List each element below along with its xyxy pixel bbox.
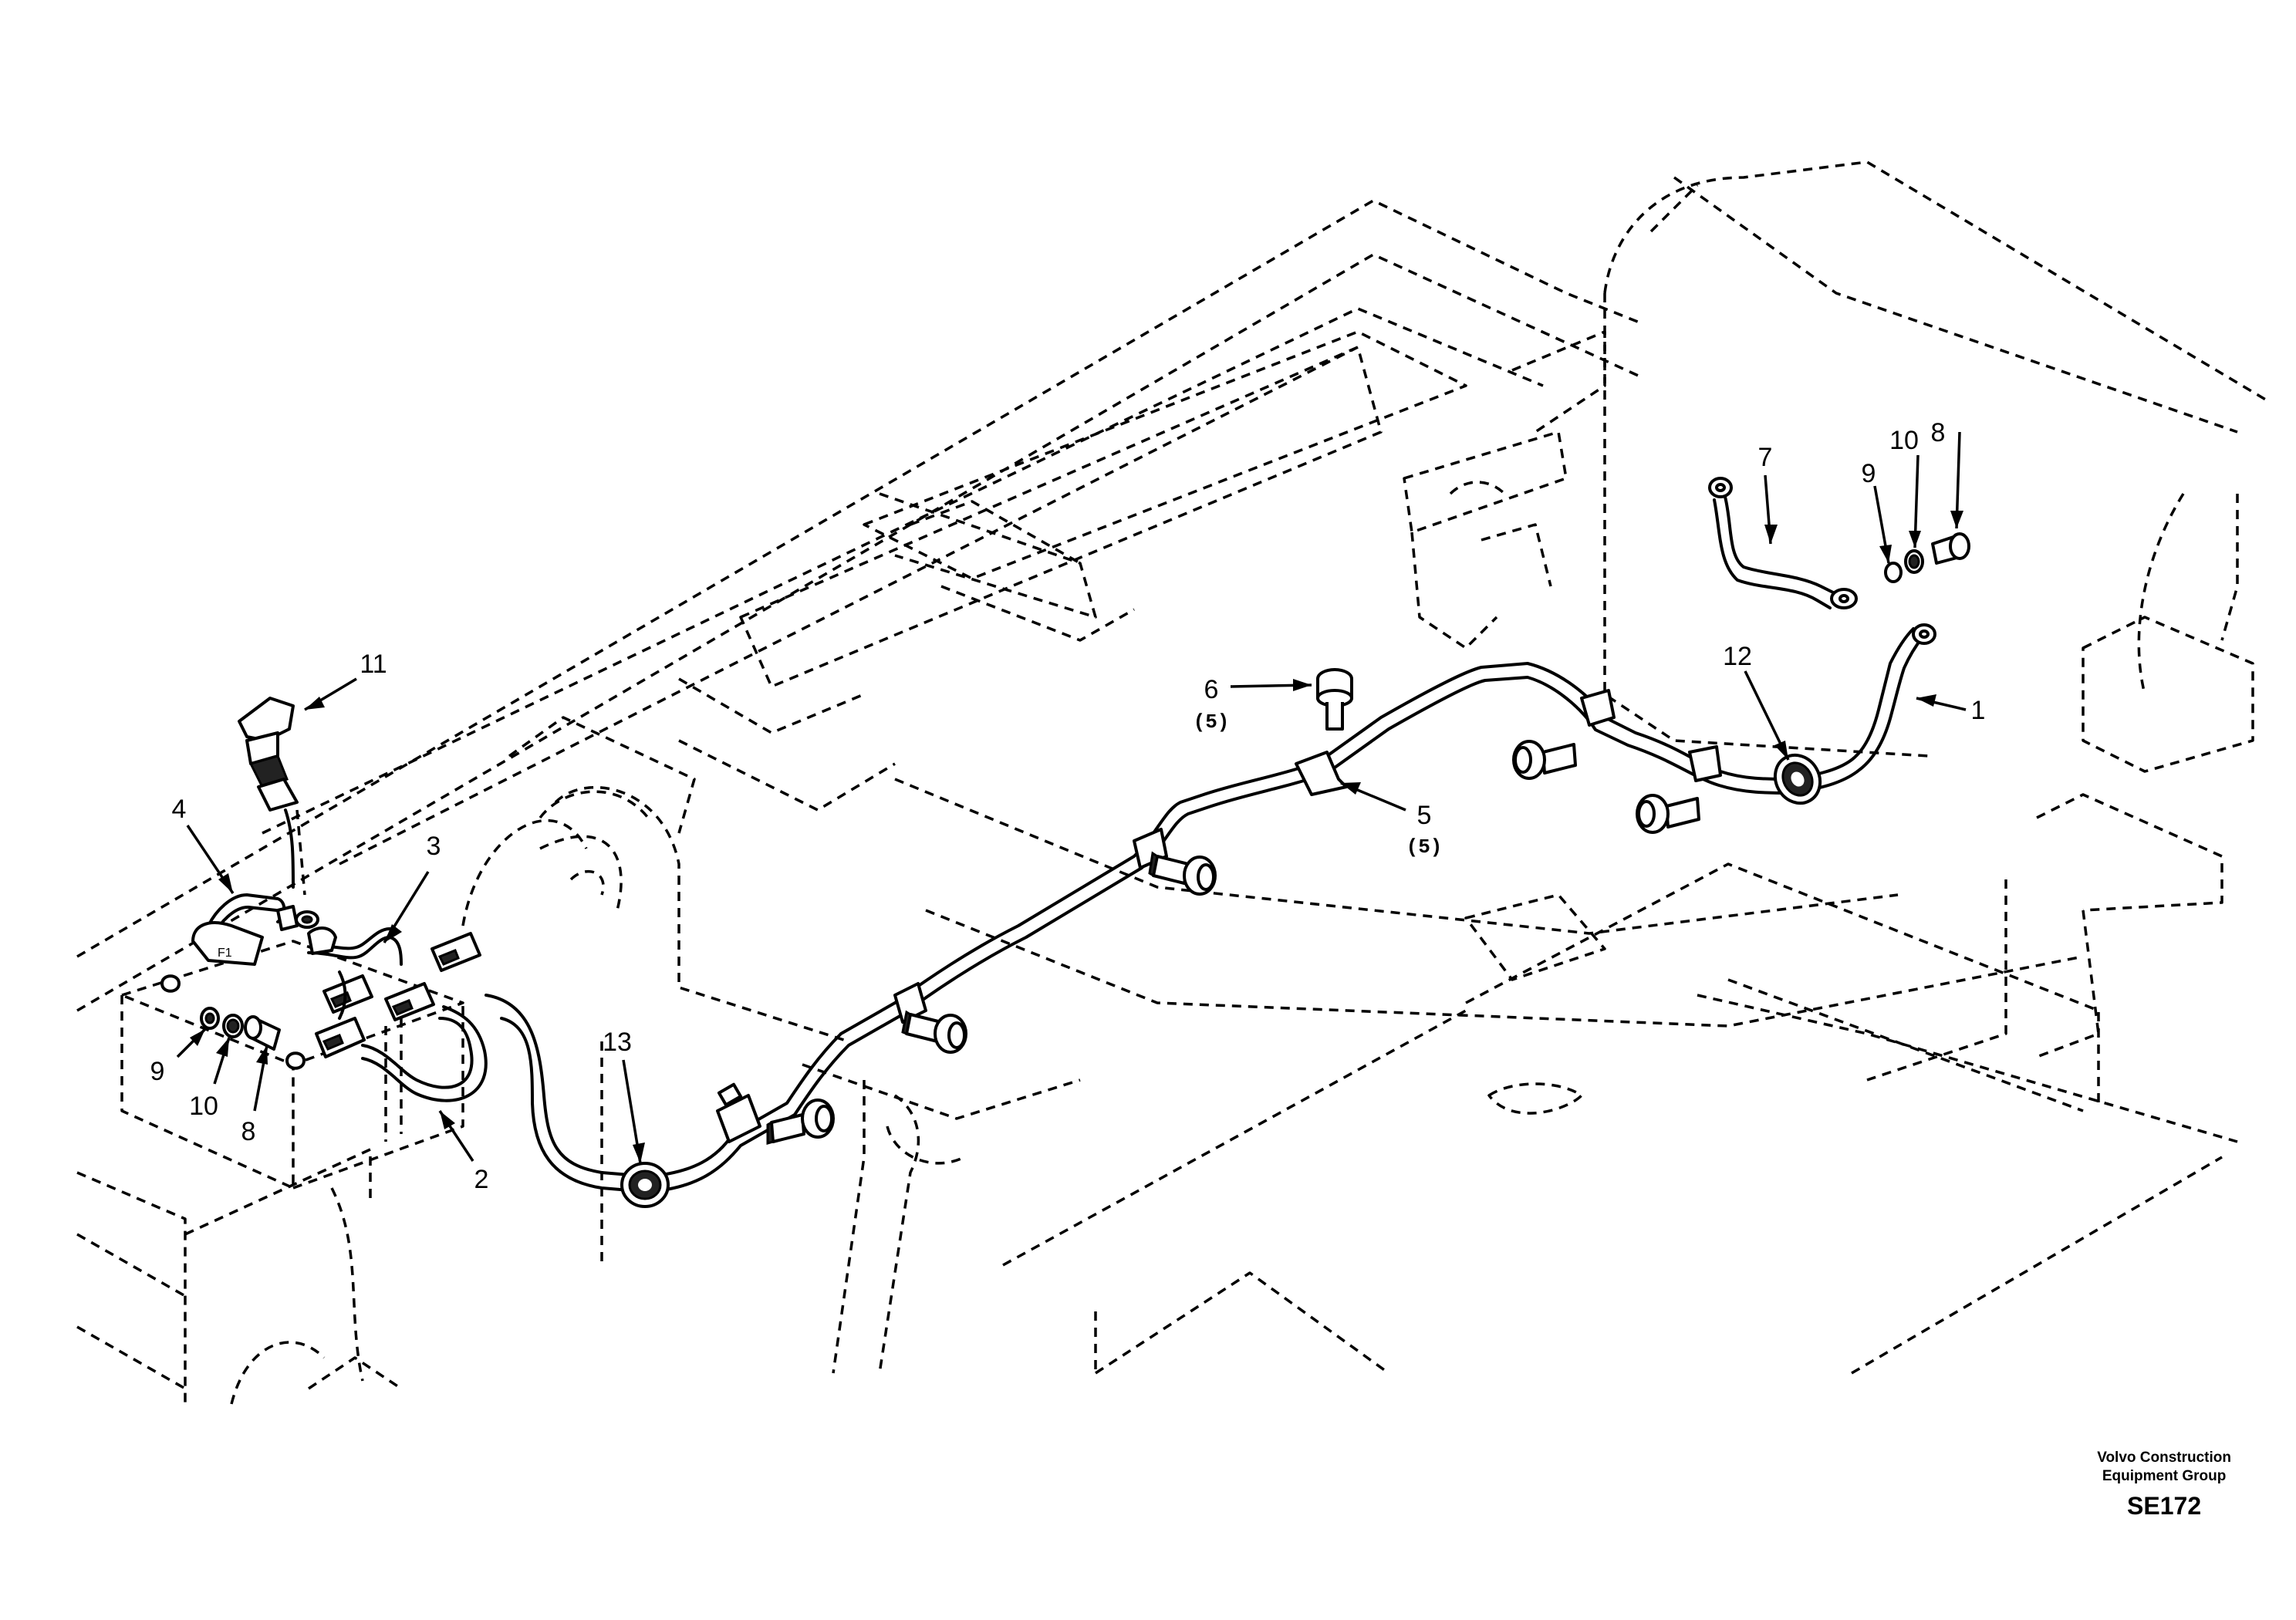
callout-10-top: 10 xyxy=(1889,426,1919,455)
drawing-footer: Volvo Construction Equipment Group SE172 xyxy=(2097,1449,2231,1520)
cable-clips xyxy=(716,689,1722,1143)
callout-6-qty: (5) xyxy=(1194,710,1230,734)
company-name-line2: Equipment Group xyxy=(2102,1468,2227,1484)
callout-1: 1 xyxy=(1971,696,1986,725)
hardware-top-right xyxy=(1884,532,1970,583)
callout-9-top: 9 xyxy=(1862,459,1876,488)
machine-frame-outline xyxy=(76,160,2269,1405)
ground-cable-7 xyxy=(1708,477,1858,609)
grommet-13 xyxy=(620,1162,670,1208)
callout-11: 11 xyxy=(360,650,387,679)
callout-6: 6 xyxy=(1204,675,1219,704)
callout-8-top: 8 xyxy=(1931,418,1946,447)
callout-5: 5 xyxy=(1417,801,1432,830)
grommet-12 xyxy=(1773,753,1822,805)
battery-terminals: F1 xyxy=(160,893,488,1102)
callout-labels: 1 2 3 4 5 (5) 6 (5) 7 8 8 9 9 10 10 11 1… xyxy=(150,418,1986,1194)
drawing-code: SE172 xyxy=(2127,1492,2202,1520)
clip-bolts xyxy=(766,740,1700,1145)
callout-12: 12 xyxy=(1723,642,1752,671)
callout-3: 3 xyxy=(427,832,441,861)
bolt-6 xyxy=(1316,668,1353,731)
callout-2: 2 xyxy=(474,1165,489,1194)
company-name-line1: Volvo Construction xyxy=(2097,1450,2231,1466)
callout-13: 13 xyxy=(603,1028,632,1057)
switch-11 xyxy=(238,697,306,896)
hardware-left xyxy=(200,1007,281,1051)
callout-4: 4 xyxy=(172,795,187,824)
leader-lines xyxy=(176,431,1967,1164)
callout-8-left: 8 xyxy=(241,1117,256,1146)
svg-text:F1: F1 xyxy=(218,947,232,960)
callout-7: 7 xyxy=(1758,443,1773,472)
callout-9-left: 9 xyxy=(150,1057,165,1086)
callout-10-left: 10 xyxy=(189,1092,218,1121)
callout-5-qty: (5) xyxy=(1406,835,1443,859)
